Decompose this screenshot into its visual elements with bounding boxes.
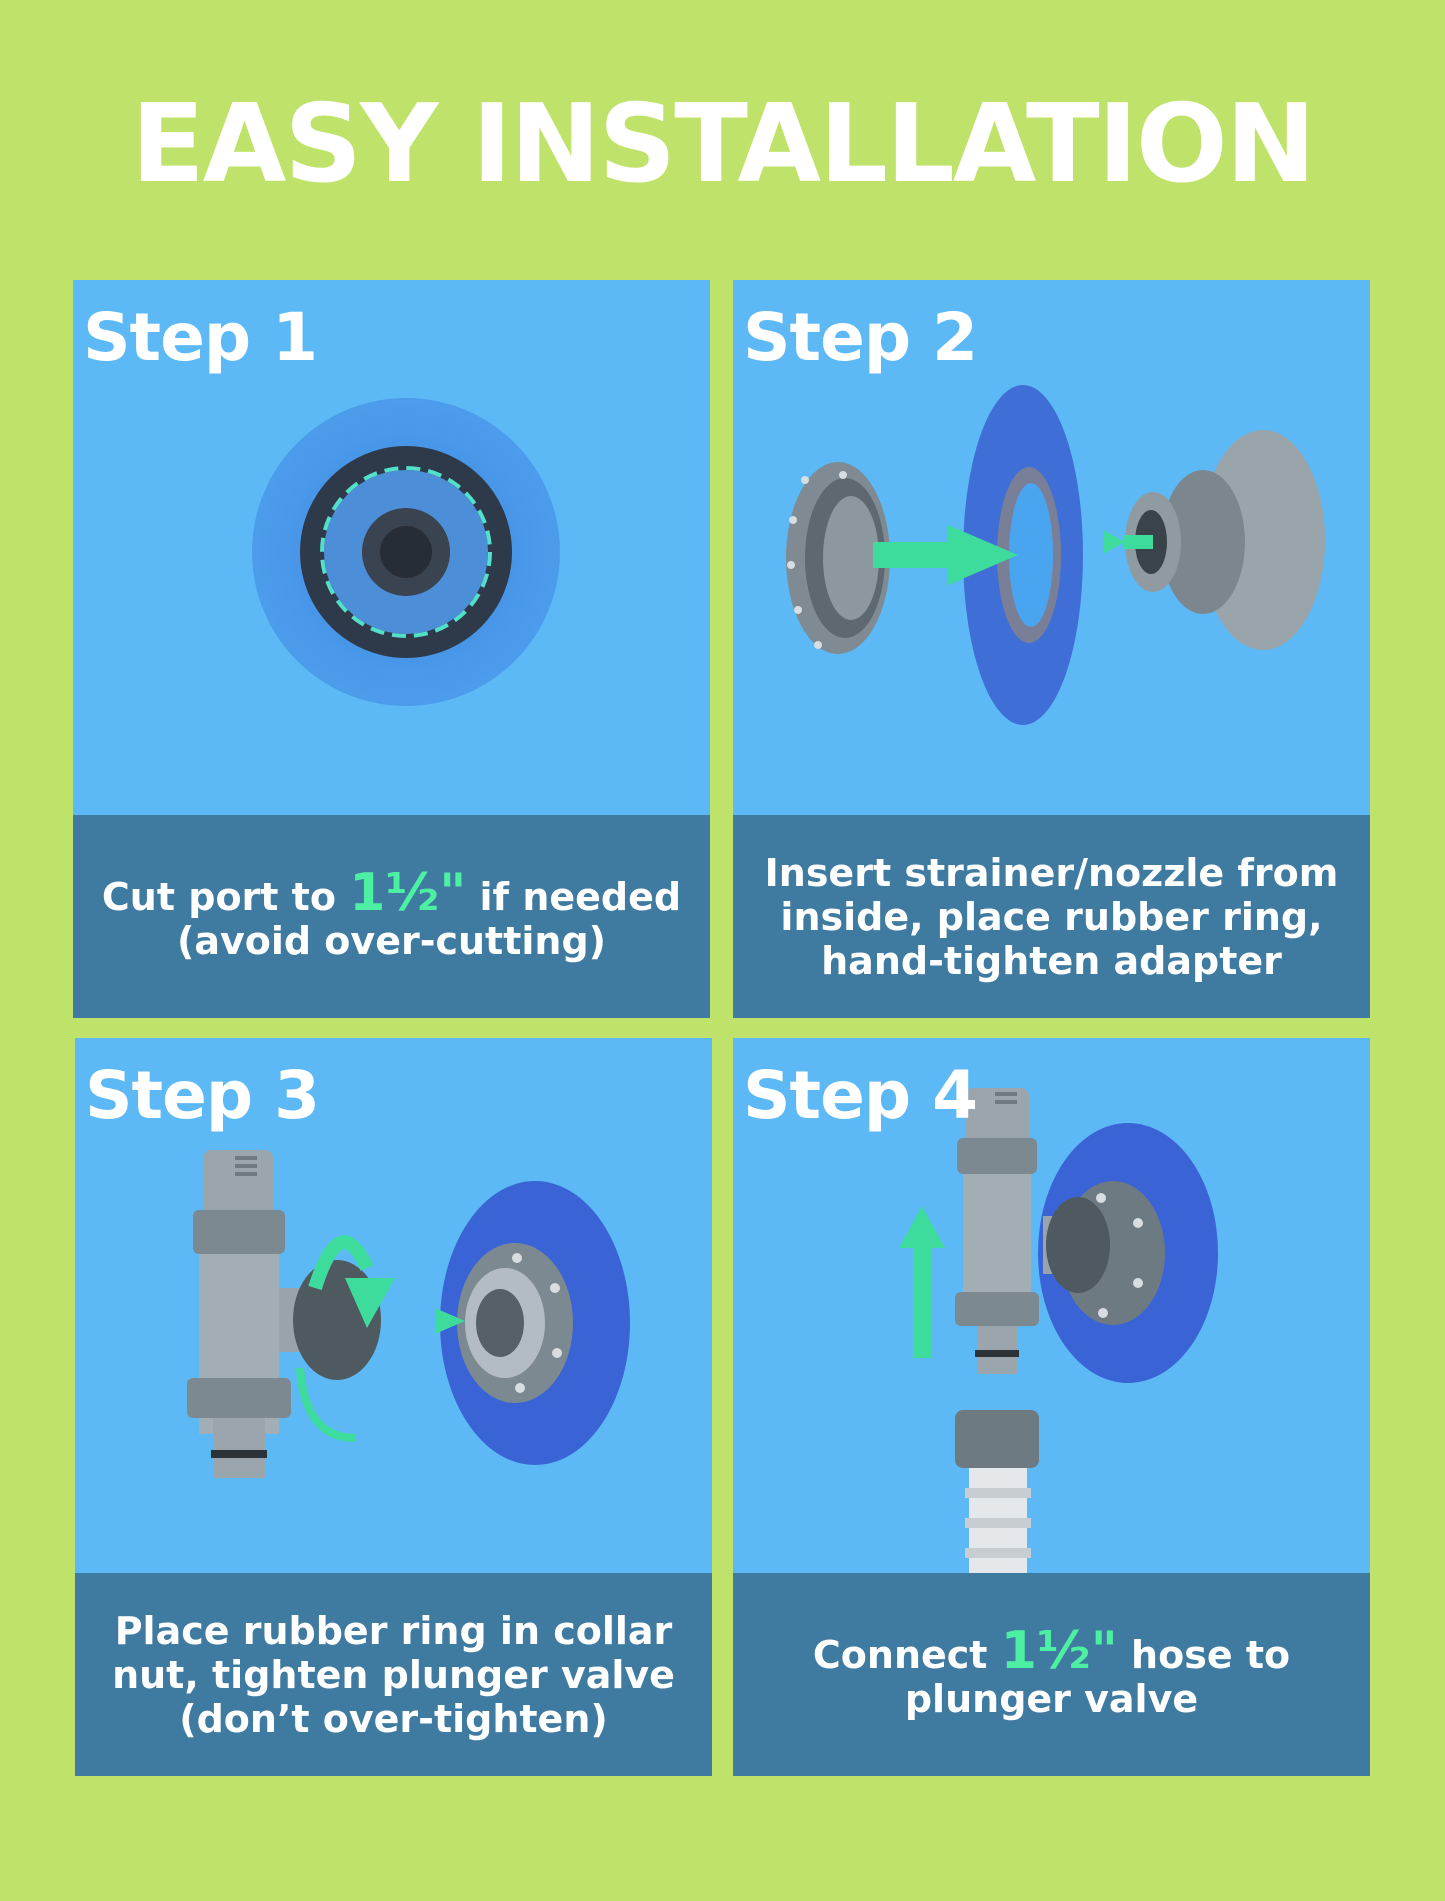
caption-text: plunger valve [904,1676,1199,1721]
caption-text: Cut port to [101,874,350,919]
size-highlight: 1½" [1000,1620,1118,1681]
caption-text: hand-tighten adapter [821,938,1282,983]
page-title: EASY INSTALLATION [130,82,1316,207]
step-label: Step 1 [83,299,318,376]
step-caption: Cut port to 1½" if needed (avoid over-cu… [73,815,710,1018]
caption-text: inside, place rubber ring, [780,894,1323,939]
strainer-nozzle-illustration [786,385,1325,725]
caption-text: nut, tighten plunger valve [112,1652,675,1697]
caption-text: (avoid over-cutting) [176,918,607,963]
caption-text: (don’t over-tighten) [179,1696,608,1741]
step-3-panel: Step 3 Place rubber ring in collar nut, … [75,1038,712,1776]
step-caption: Place rubber ring in collar nut, tighten… [75,1573,712,1776]
step-label: Step 3 [85,1057,320,1134]
caption-text: Insert strainer/nozzle from [764,850,1339,895]
cut-port-illustration [252,398,560,706]
caption-text: Place rubber ring in collar [114,1608,673,1653]
plunger-valve-illustration [187,1150,630,1478]
caption-text: if needed [466,874,682,919]
caption-text: Connect [812,1632,1001,1677]
hose-connect-illustration [899,1088,1218,1573]
step-caption: Connect 1½" hose to plunger valve [733,1573,1370,1776]
step-4-panel: Step 4 Connect 1½" hose to plunger valve [733,1038,1370,1776]
size-highlight: 1½" [349,862,467,923]
step-label: Step 4 [743,1057,978,1134]
step-2-panel: Step 2 Insert strainer/nozzle from insid… [733,280,1370,1018]
step-1-panel: Step 1 Cut port to 1½" if needed (avoid … [73,280,710,1018]
step-caption: Insert strainer/nozzle from inside, plac… [733,815,1370,1018]
step-label: Step 2 [743,299,978,376]
caption-text: hose to [1117,1632,1291,1677]
